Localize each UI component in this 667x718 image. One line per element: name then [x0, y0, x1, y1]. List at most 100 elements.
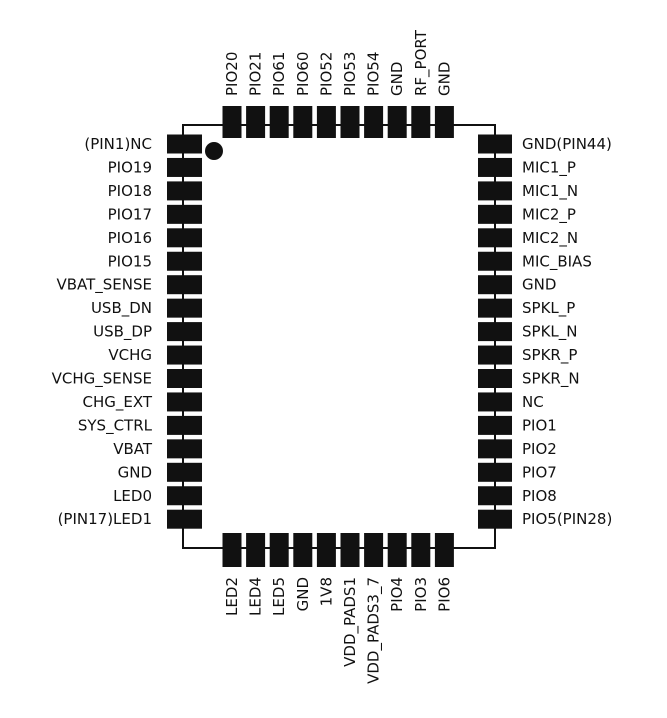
- right-pin-label: MIC2_N: [522, 229, 578, 248]
- left-pin-label: LED0: [113, 487, 152, 505]
- right-pin-pad: [478, 439, 512, 459]
- top-pin-label: GND: [388, 62, 406, 96]
- top-pin-pad: [293, 106, 313, 138]
- bottom-pin-pad: [387, 533, 407, 567]
- right-pin-label: PIO2: [522, 440, 557, 458]
- bottom-pin-label: LED4: [247, 577, 265, 616]
- left-pin-pad: [167, 204, 202, 224]
- left-pin-label: (PIN1)NC: [84, 135, 152, 153]
- top-pin-label: PIO52: [317, 52, 335, 96]
- right-pin-pad: [478, 204, 512, 224]
- top-pin-pad: [411, 106, 431, 138]
- right-pin-label: SPKR_N: [522, 370, 580, 389]
- right-pin-label: MIC_BIAS: [522, 252, 592, 271]
- left-pin-pad: [167, 509, 202, 529]
- pin-labels: (PIN1)NCPIO19PIO18PIO17PIO16PIO15VBAT_SE…: [52, 29, 613, 684]
- left-pin-pad: [167, 228, 202, 248]
- top-pin-label: PIO21: [247, 52, 265, 96]
- left-pin-label: PIO18: [108, 182, 152, 200]
- pin-pads: [167, 106, 512, 567]
- right-pin-pad: [478, 228, 512, 248]
- top-pin-label: PIO53: [341, 52, 359, 96]
- bottom-pin-label: VDD_PADS1: [341, 577, 360, 667]
- bottom-pin-pad: [246, 533, 266, 567]
- bottom-pin-label: LED5: [270, 577, 288, 616]
- right-pin-label: GND: [522, 276, 556, 294]
- left-pin-pad: [167, 415, 202, 435]
- top-pin-pad: [246, 106, 266, 138]
- right-pin-label: PIO5(PIN28): [522, 510, 612, 528]
- right-pin-pad: [478, 392, 512, 412]
- right-pin-label: PIO1: [522, 416, 557, 434]
- top-pin-label: PIO54: [365, 52, 383, 96]
- left-pin-label: USB_DP: [93, 323, 152, 342]
- left-pin-pad: [167, 298, 202, 318]
- bottom-pin-pad: [293, 533, 313, 567]
- right-pin-pad: [478, 415, 512, 435]
- left-pin-label: PIO19: [108, 158, 152, 176]
- right-pin-label: MIC2_P: [522, 205, 576, 224]
- bottom-pin-label: GND: [294, 577, 312, 611]
- left-pin-pad: [167, 322, 202, 342]
- right-pin-pad: [478, 462, 512, 482]
- left-pin-pad: [167, 134, 202, 154]
- right-pin-label: MIC1_P: [522, 158, 576, 177]
- right-pin-pad: [478, 275, 512, 295]
- right-pin-pad: [478, 134, 512, 154]
- left-pin-pad: [167, 157, 202, 177]
- right-pin-pad: [478, 509, 512, 529]
- left-pin-pad: [167, 392, 202, 412]
- left-pin-label: PIO17: [108, 205, 152, 223]
- right-pin-pad: [478, 157, 512, 177]
- left-pin-pad: [167, 439, 202, 459]
- bottom-pin-label: PIO4: [388, 577, 406, 612]
- bottom-pin-label: 1V8: [317, 577, 335, 606]
- left-pin-pad: [167, 275, 202, 295]
- right-pin-pad: [478, 251, 512, 271]
- right-pin-label: SPKL_N: [522, 323, 577, 342]
- right-pin-label: GND(PIN44): [522, 135, 612, 153]
- left-pin-label: VCHG_SENSE: [52, 370, 152, 389]
- pin1-marker-dot: [205, 142, 223, 160]
- right-pin-pad: [478, 369, 512, 388]
- right-pin-label: PIO8: [522, 487, 557, 505]
- top-pin-pad: [269, 106, 289, 138]
- left-pin-label: SYS_CTRL: [78, 416, 153, 435]
- left-pin-label: PIO16: [108, 229, 152, 247]
- top-pin-label: PIO60: [294, 52, 312, 96]
- bottom-pin-pad: [364, 533, 384, 567]
- top-pin-label: PIO20: [223, 52, 241, 96]
- top-pin-label: PIO61: [270, 52, 288, 96]
- top-pin-pad: [434, 106, 454, 138]
- right-pin-pad: [478, 322, 512, 342]
- bottom-pin-pad: [316, 533, 336, 567]
- left-pin-label: PIO15: [108, 252, 152, 270]
- left-pin-label: (PIN17)LED1: [58, 510, 152, 528]
- top-pin-pad: [364, 106, 384, 138]
- right-pin-pad: [478, 345, 512, 365]
- right-pin-label: SPKR_P: [522, 346, 577, 365]
- top-pin-label: RF_PORT: [412, 29, 431, 96]
- bottom-pin-label: PIO6: [435, 577, 453, 612]
- bottom-pin-pad: [434, 533, 454, 567]
- left-pin-pad: [167, 345, 202, 365]
- right-pin-label: SPKL_P: [522, 299, 575, 318]
- left-pin-label: VCHG: [108, 346, 152, 364]
- left-pin-pad: [167, 181, 202, 201]
- bottom-pin-pad: [411, 533, 431, 567]
- bottom-pin-pad: [269, 533, 289, 567]
- right-pin-label: PIO7: [522, 463, 557, 481]
- top-pin-pad: [387, 106, 407, 138]
- left-pin-pad: [167, 486, 202, 506]
- bottom-pin-pad: [340, 533, 360, 567]
- bottom-pin-pad: [222, 533, 242, 567]
- right-pin-pad: [478, 181, 512, 201]
- left-pin-label: GND: [118, 463, 152, 481]
- right-pin-pad: [478, 486, 512, 506]
- bottom-pin-label: VDD_PADS3_7: [365, 577, 384, 684]
- top-pin-label: GND: [435, 62, 453, 96]
- left-pin-pad: [167, 251, 202, 271]
- bottom-pin-label: PIO3: [412, 577, 430, 612]
- bottom-pin-label: LED2: [223, 577, 241, 616]
